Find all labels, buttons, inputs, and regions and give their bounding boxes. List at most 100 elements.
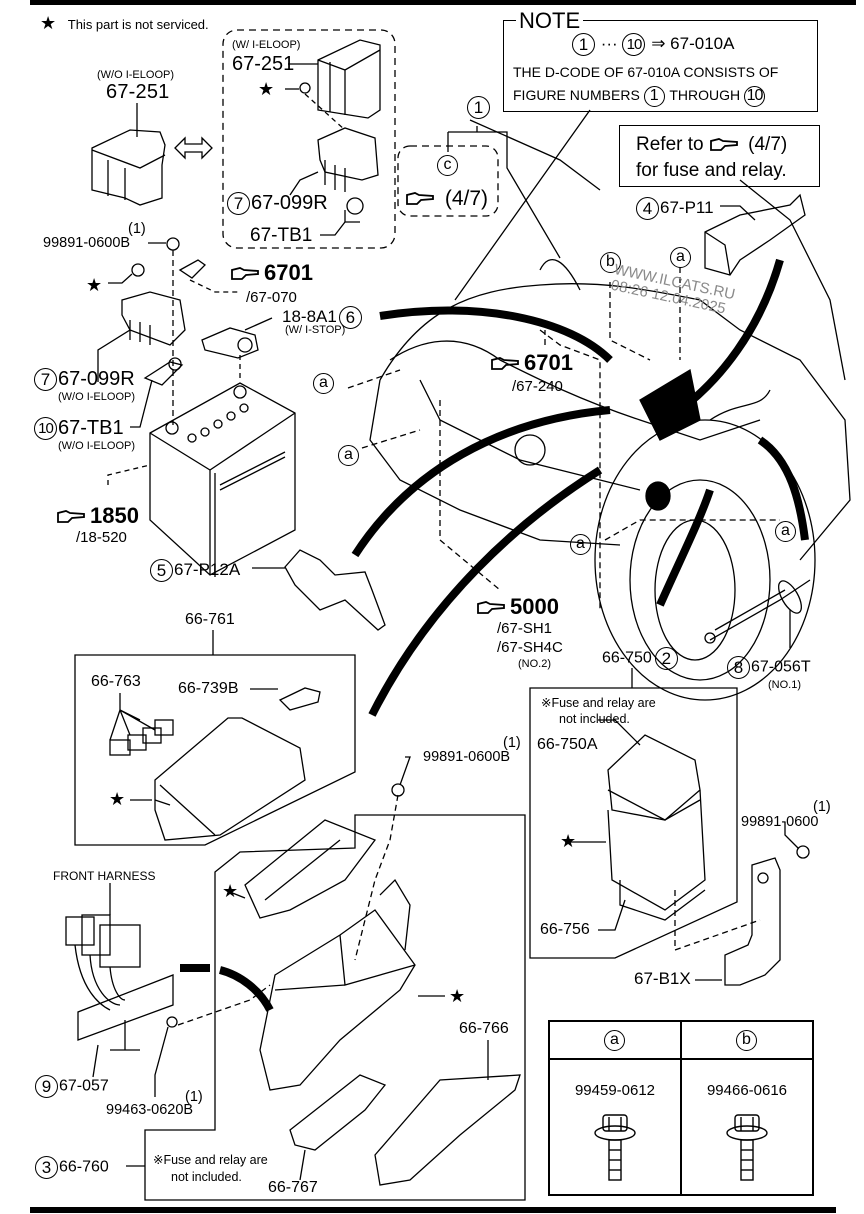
nut-99891-0600b	[166, 237, 180, 251]
fuse-box-lower-66-766	[374, 1040, 521, 1186]
bolt-a-header: a	[548, 1020, 682, 1060]
top-border	[30, 0, 856, 5]
ref-6701-a[interactable]: 6701	[230, 262, 313, 284]
part-number: 67-P12A	[174, 559, 241, 579]
label-67-b1x[interactable]: 67-B1X	[634, 969, 691, 988]
ref-6701-b[interactable]: 6701	[490, 352, 573, 374]
callout-b: b	[600, 252, 622, 273]
label-99891-0600b-top[interactable]: 99891-0600B	[43, 235, 131, 251]
fuse-note-66-750-line2: not included.	[559, 712, 630, 726]
terminal-67-tb1-right	[320, 197, 364, 236]
callout-figure-1: 1	[467, 96, 491, 119]
fuse-note-66-760-line1: ※Fuse and relay are	[153, 1153, 268, 1167]
cover-67-251-left	[91, 103, 166, 206]
ref-1850[interactable]: 1850	[56, 505, 139, 527]
label-66-750a[interactable]: 66-750A	[537, 736, 598, 753]
label-67-251-right[interactable]: 67-251	[232, 53, 295, 75]
label-66-767[interactable]: 66-767	[268, 1179, 318, 1196]
ref-number: 1850	[90, 503, 139, 528]
label-66-739b[interactable]: 66-739B	[178, 680, 239, 697]
ref-6701-b-sub: /67-240	[512, 378, 563, 395]
ref-text: (4/7)	[444, 187, 489, 210]
figure-badge: 1	[467, 96, 490, 119]
note-line-3: FIGURE NUMBERS 1 THROUGH 10	[513, 86, 766, 107]
battery	[107, 382, 296, 577]
label-99463-0620b[interactable]: 99463-0620B	[106, 1102, 194, 1118]
bottom-border	[30, 1207, 836, 1213]
label-99891-0600b-mid-qty: (1)	[503, 735, 521, 751]
ref-5000[interactable]: 5000	[476, 596, 559, 618]
interchange-arrow	[174, 136, 213, 160]
bolt-icon	[594, 1114, 636, 1181]
refer-link-4-7[interactable]: (4/7)	[748, 134, 788, 155]
label-99891-0600b-mid[interactable]: 99891-0600B	[423, 749, 511, 765]
bracket-67-b1x	[695, 822, 810, 986]
box-66-760	[144, 814, 526, 1201]
label-66-763[interactable]: 66-763	[91, 673, 141, 690]
label-67-056t-sub: (NO.1)	[768, 679, 801, 691]
label-66-761[interactable]: 66-761	[185, 611, 235, 628]
star-icon: ★	[258, 79, 275, 99]
part-number: 67-099R	[58, 367, 135, 390]
part-number: 67-P11	[660, 197, 714, 217]
label-67-099r-left-sub: (W/O I-ELOOP)	[58, 391, 135, 403]
figure-badge: 2	[654, 647, 678, 670]
clip-67-070	[178, 259, 207, 279]
fuse-puller-66-739b	[250, 687, 321, 711]
figure-badge: 4	[636, 197, 659, 220]
callout-c-ref[interactable]: (4/7)	[405, 188, 488, 209]
pointing-hand-icon	[57, 510, 85, 524]
label-66-766[interactable]: 66-766	[459, 1020, 509, 1037]
harness-grommet	[645, 481, 671, 511]
pointing-hand-icon	[477, 601, 505, 615]
note-line-3-prefix: FIGURE NUMBERS	[513, 87, 640, 104]
ref-5000-sub-3: (NO.2)	[518, 658, 551, 670]
note-line-2: THE D-CODE OF 67-010A CONSISTS OF	[513, 64, 779, 80]
label-99891-0600[interactable]: 99891-0600	[741, 814, 819, 830]
grommet-67-056t	[704, 579, 811, 648]
pointing-hand-icon	[406, 192, 434, 206]
fuse-cover-66-761	[130, 717, 306, 841]
callout-a: a	[313, 373, 335, 394]
bolt-b-cell[interactable]: 99466-0616	[680, 1058, 814, 1196]
pointing-hand-icon	[231, 267, 259, 281]
label-99463-0620b-qty: (1)	[185, 1089, 203, 1105]
figure-badge: 7	[34, 368, 57, 391]
part-number: 67-056T	[751, 658, 811, 676]
star-icon: ★	[40, 13, 57, 33]
label-67-251-left[interactable]: 67-251	[106, 81, 170, 103]
letter-badge: a	[670, 247, 691, 268]
terminal-67-tb1-left	[130, 357, 184, 428]
figure-badge: 10	[34, 417, 57, 440]
callout-c: c	[437, 155, 459, 176]
ref-number: 6701	[524, 350, 573, 375]
star-icon: ★	[109, 789, 126, 809]
label-67-tb1-right[interactable]: 67-TB1	[250, 225, 313, 246]
not-serviced-legend: ★ This part is not serviced.	[40, 14, 209, 32]
callout-1-leader	[447, 126, 561, 259]
part-number: 66-760	[59, 1158, 109, 1176]
screw-99463-0620b	[166, 1016, 178, 1028]
terminal-18-8a1	[201, 317, 273, 382]
part-number: 66-750	[602, 649, 652, 667]
callout-a: a	[670, 247, 692, 268]
bolt-a-cell[interactable]: 99459-0612	[548, 1058, 682, 1196]
label-66-756[interactable]: 66-756	[540, 921, 590, 938]
callout-a: a	[775, 521, 797, 542]
ref-1850-sub: /18-520	[76, 529, 127, 546]
refer-line-2: for fuse and relay.	[636, 160, 787, 181]
bolt-legend-table: a b 99459-0612 99466-0616	[548, 1020, 814, 1196]
note-title: NOTE	[516, 8, 584, 34]
pointing-hand-icon	[709, 138, 738, 151]
